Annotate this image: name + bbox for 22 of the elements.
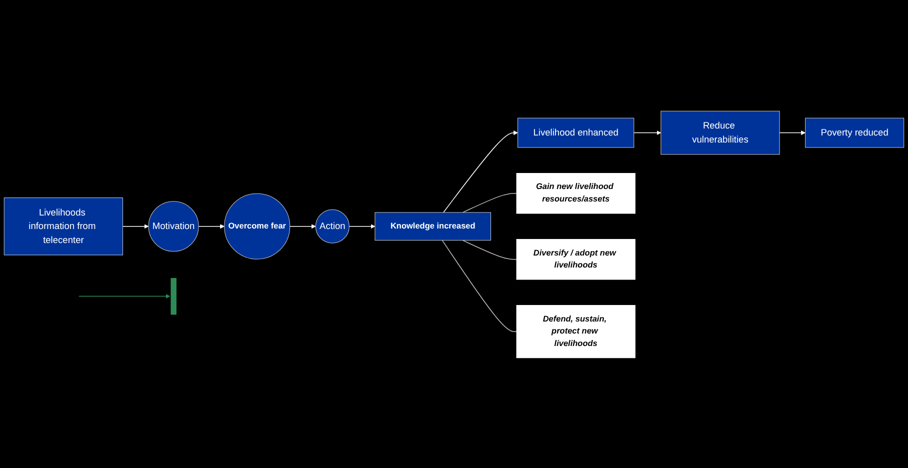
node-box: Livelihood enhanced — [518, 117, 634, 148]
node-box: Knowledge increased — [374, 212, 492, 240]
node-box: Reduce vulnerabilities — [660, 110, 780, 154]
node-box: Gain new livelihood resources/assets — [516, 172, 636, 214]
node-box: Defend, sustain, protect new livelihoods — [516, 304, 636, 358]
node-circle: Motivation — [148, 200, 199, 252]
arrow — [78, 294, 170, 298]
arrow — [290, 224, 316, 228]
connector — [462, 192, 517, 212]
arrow — [348, 224, 376, 228]
node-circle: Action — [315, 208, 350, 243]
arrow — [198, 224, 225, 228]
connector — [442, 239, 517, 332]
node-box: Diversify / adopt new livelihoods — [516, 238, 636, 280]
arrow — [443, 130, 518, 212]
arrow — [634, 130, 662, 135]
node-box: Poverty reduced — [805, 117, 904, 148]
node-circle: Overcome fear — [224, 192, 290, 259]
arrow — [122, 224, 149, 228]
node-box: Livelihoods information from telecenter — [4, 197, 124, 255]
arrow — [779, 130, 806, 135]
connector — [462, 239, 517, 260]
